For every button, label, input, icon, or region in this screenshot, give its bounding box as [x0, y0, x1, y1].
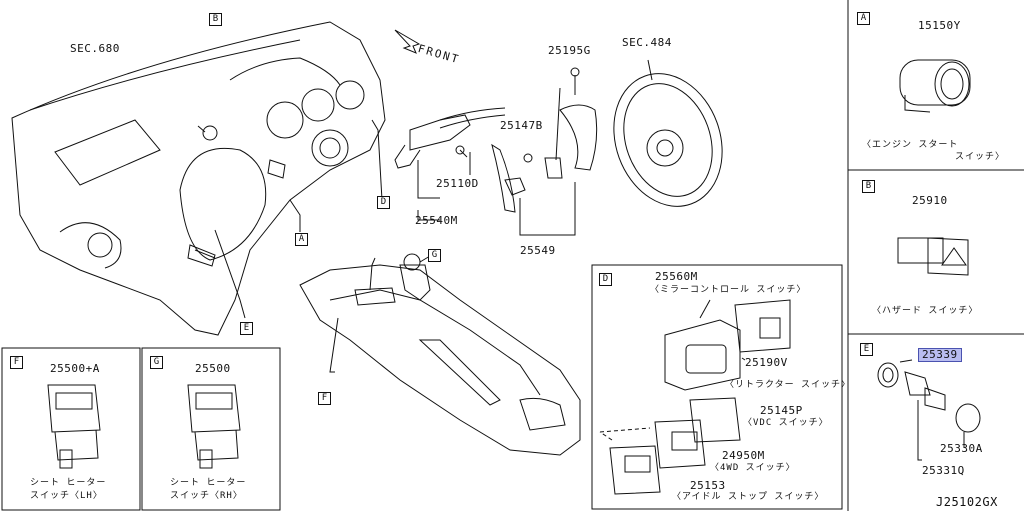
highlighted-part-number[interactable]: 25339 — [918, 348, 962, 362]
dashboard-drawing — [11, 21, 386, 336]
part-description: シート ヒーター — [30, 478, 107, 488]
part-description: シート ヒーター — [170, 478, 247, 488]
seat-heater-switch-drawing — [47, 384, 241, 469]
part-number: 15150Y — [918, 19, 961, 32]
panel-parts-drawing — [877, 59, 981, 461]
diagram-id: J25102GX — [936, 495, 998, 509]
steering-wheel-drawing — [613, 59, 723, 207]
part-number: 25330A — [940, 442, 983, 455]
section-label: SEC.484 — [622, 36, 672, 49]
part-description: 〈VDC スイッチ〉 — [743, 418, 829, 428]
part-number: 25147B — [500, 119, 543, 132]
paddle-shifter-drawing — [491, 67, 598, 236]
part-number: 24950M — [722, 449, 765, 462]
part-number: 25549 — [520, 244, 556, 257]
panel-letter: A — [857, 12, 870, 25]
part-description: スイッチ〈RH〉 — [170, 491, 243, 501]
part-number: 25560M — [655, 270, 698, 283]
callout-box: E — [240, 322, 253, 335]
callout-box: F — [318, 392, 331, 405]
center-console-drawing — [299, 253, 581, 456]
panel-letter: G — [150, 356, 163, 369]
part-description: 〈リトラクター スイッチ〉 — [725, 380, 852, 390]
panel-letter: D — [599, 273, 612, 286]
callout-box: G — [428, 249, 441, 262]
column-switch-drawing — [394, 107, 506, 221]
part-number: 25153 — [690, 479, 726, 492]
panel-letter: E — [860, 343, 873, 356]
part-description: スイッチ〈LH〉 — [30, 491, 103, 501]
part-number: 25500+A — [50, 362, 100, 375]
part-number: 25500 — [195, 362, 231, 375]
callout-box: D — [377, 196, 390, 209]
part-number: 25145P — [760, 404, 803, 417]
part-number: 25195G — [548, 44, 591, 57]
part-number: 25110D — [436, 177, 479, 190]
panel-letter: B — [862, 180, 875, 193]
part-description: 〈ハザード スイッチ〉 — [872, 306, 979, 316]
callout-box: B — [209, 13, 222, 26]
front-arrow-icon — [394, 29, 421, 54]
part-number: 25190V — [745, 356, 788, 369]
section-label: SEC.680 — [70, 42, 120, 55]
callout-box: A — [295, 233, 308, 246]
part-number: 25910 — [912, 194, 948, 207]
panel-letter: F — [10, 356, 23, 369]
panel-d-drawing — [599, 299, 791, 495]
part-description: 〈アイドル ストップ スイッチ〉 — [672, 492, 825, 502]
part-description: 〈ミラーコントロール スイッチ〉 — [650, 285, 807, 295]
part-description: スイッチ〉 — [955, 152, 1006, 162]
part-description: 〈エンジン スタート — [862, 140, 959, 150]
part-number: 25540M — [415, 214, 458, 227]
part-description: 〈4WD スイッチ〉 — [710, 463, 796, 473]
part-number: 25331Q — [922, 464, 965, 477]
